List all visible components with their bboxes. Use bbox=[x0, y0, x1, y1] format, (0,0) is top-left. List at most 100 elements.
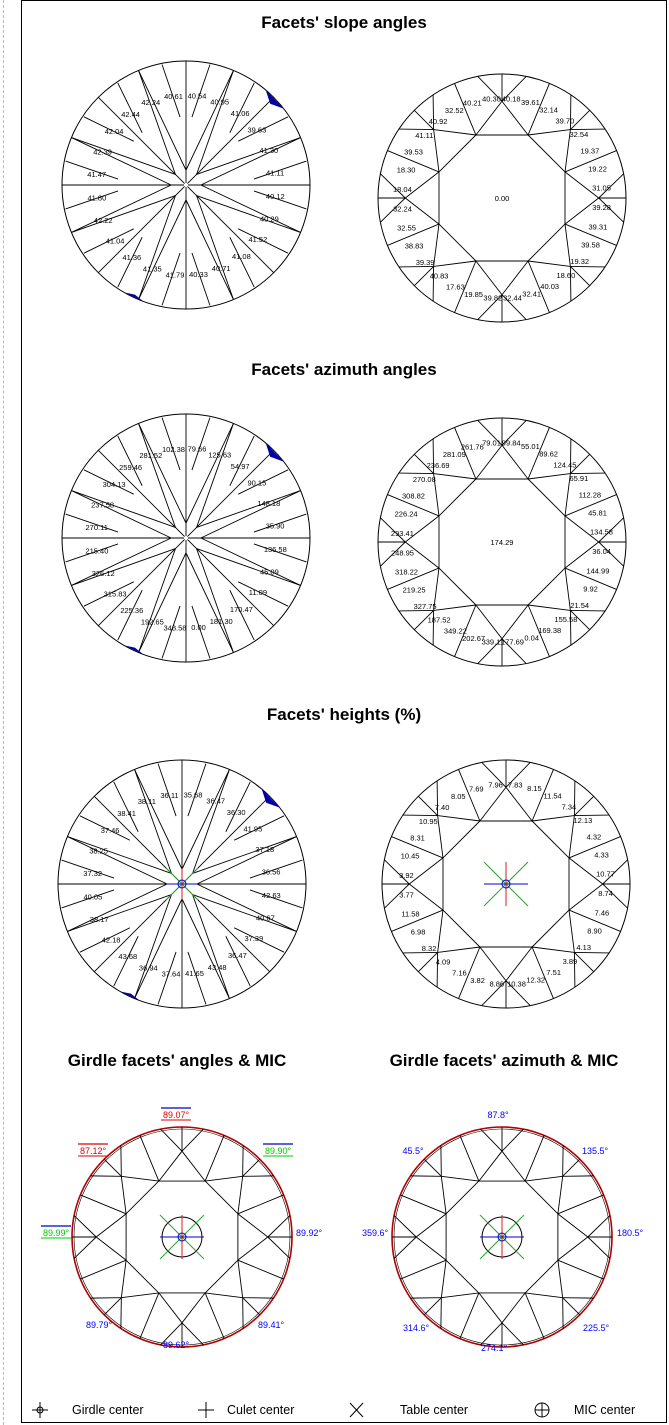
slope-pavilion-label: 40.71 bbox=[212, 264, 231, 273]
heights-crown-label: 3.89 bbox=[563, 957, 578, 966]
azimuth-pavilion-label: 170.47 bbox=[230, 605, 253, 614]
slope-crown-label: 39.82 bbox=[483, 294, 502, 303]
culet-center-icon bbox=[198, 1402, 214, 1418]
heights-crown-label: 10.38 bbox=[507, 980, 526, 989]
heights-crown-label: 7.34 bbox=[562, 802, 577, 811]
azimuth-crown-label: 236.69 bbox=[427, 461, 450, 470]
azimuth-crown-label: 65.91 bbox=[570, 474, 589, 483]
heights-pavilion-label: 38.25 bbox=[89, 846, 108, 855]
azimuth-pavilion-label: 90.15 bbox=[248, 479, 267, 488]
slope-pavilion-label: 42.04 bbox=[105, 127, 124, 136]
heights-heading: Facets' heights (%) bbox=[267, 705, 421, 724]
slope-crown-label: 31.05 bbox=[592, 184, 611, 193]
girdle-azimuth-heading: Girdle facets' azimuth & MIC bbox=[390, 1051, 619, 1070]
heights-pavilion-label: 38.11 bbox=[138, 797, 156, 806]
slope-crown-label: 40.18 bbox=[502, 94, 521, 103]
slope-crown-label: 32.14 bbox=[539, 106, 558, 115]
azimuth-heading: Facets' azimuth angles bbox=[251, 360, 436, 379]
azimuth-crown-label: 248.95 bbox=[391, 549, 414, 558]
azimuth-crown-label: 327.75 bbox=[414, 602, 437, 611]
azimuth-pavilion-label: 348.58 bbox=[164, 623, 187, 632]
heights-pavilion-label: 37.46 bbox=[101, 826, 120, 835]
azimuth-pavilion-label: 225.36 bbox=[120, 606, 143, 615]
heights-crown-label: 7.16 bbox=[452, 969, 467, 978]
slope-crown-label: 19.22 bbox=[588, 164, 607, 173]
legend: Girdle center Culet center Table center … bbox=[32, 1402, 635, 1418]
azimuth-crown-label: 134.58 bbox=[590, 528, 613, 537]
girdle-angles-heading: Girdle facets' angles & MIC bbox=[68, 1051, 287, 1070]
heights-pavilion-label: 37.18 bbox=[255, 845, 274, 854]
girdle-azimuth-label: 45.5° bbox=[402, 1146, 424, 1156]
slope-crown-label: 39.39 bbox=[416, 258, 435, 267]
azimuth-pavilion-label: 11.09 bbox=[249, 588, 267, 597]
legend-mic-center-label: MIC center bbox=[574, 1403, 635, 1417]
girdle-angle-label: 89.07° bbox=[163, 1110, 190, 1120]
table-center-icon bbox=[349, 1402, 364, 1418]
azimuth-crown-label: 55.01 bbox=[521, 442, 540, 451]
girdle-azimuth-label: 274.1° bbox=[481, 1343, 508, 1353]
slope-crown-label: 39.61 bbox=[521, 98, 540, 107]
slope-pavilion-label: 40.33 bbox=[189, 270, 208, 279]
azimuth-pavilion-label: 54.97 bbox=[231, 462, 250, 471]
azimuth-crown-label: 89.62 bbox=[539, 450, 558, 459]
heights-crown-label: 4.13 bbox=[576, 943, 591, 952]
heights-crown-label: 7.51 bbox=[546, 968, 561, 977]
girdle-angle-label: 89.62° bbox=[163, 1340, 190, 1350]
slope-pavilion-label: 41.52 bbox=[249, 235, 268, 244]
girdle-angles-diagram: 89.07°87.12°89.90°89.99°89.92°89.79°89.4… bbox=[41, 1107, 322, 1350]
slope-pavilion-label: 40.95 bbox=[210, 98, 229, 107]
slope-crown-table-label: 0.00 bbox=[495, 194, 510, 203]
azimuth-crown-label: 293.41 bbox=[391, 529, 414, 538]
girdle-azimuth-label: 87.8° bbox=[487, 1110, 509, 1120]
heights-pavilion-label: 41.95 bbox=[244, 825, 263, 834]
heights-crown-label: 10.95 bbox=[419, 817, 438, 826]
slope-pavilion-label: 41.47 bbox=[87, 170, 106, 179]
girdle-angle-label: 89.99° bbox=[43, 1228, 70, 1238]
azimuth-crown-label: 202.67 bbox=[462, 634, 485, 643]
heights-pavilion-label: 36.11 bbox=[160, 791, 178, 800]
slope-pavilion-label: 40.12 bbox=[266, 192, 285, 201]
heights-pavilion-label: 38.41 bbox=[117, 809, 136, 818]
heights-crown-label: 12.13 bbox=[574, 816, 593, 825]
heights-crown-label: 11.58 bbox=[401, 910, 419, 919]
slope-crown-label: 40.30 bbox=[482, 95, 501, 104]
slope-pavilion-label: 41.35 bbox=[143, 264, 162, 273]
slope-crown-label: 38.83 bbox=[405, 242, 424, 251]
azimuth-pavilion-label: 102.38 bbox=[162, 445, 185, 454]
heights-crown-label: 8.31 bbox=[410, 833, 425, 842]
heights-crown-label: 4.09 bbox=[436, 958, 451, 967]
heights-pavilion-label: 38.17 bbox=[90, 915, 109, 924]
azimuth-crown-label: 79.01 bbox=[482, 439, 501, 448]
mic-center-icon bbox=[534, 1402, 550, 1418]
azimuth-pavilion-label: 136.58 bbox=[264, 545, 287, 554]
azimuth-crown-label: 219.25 bbox=[403, 586, 426, 595]
slope-crown-label: 32.54 bbox=[570, 130, 589, 139]
girdle-center-icon bbox=[32, 1402, 48, 1418]
slope-pavilion-label: 39.63 bbox=[248, 126, 267, 135]
azimuth-crown-label: 226.24 bbox=[395, 510, 418, 519]
azimuth-crown-label: 261.76 bbox=[461, 443, 484, 452]
azimuth-crown-label: 45.81 bbox=[588, 508, 607, 517]
slope-crown-label: 39.70 bbox=[556, 116, 575, 125]
slope-crown-label: 40.92 bbox=[429, 117, 448, 126]
slope-heading: Facets' slope angles bbox=[261, 13, 427, 32]
heights-crown-label: 3.82 bbox=[470, 976, 485, 985]
slope-crown-label: 19.85 bbox=[464, 290, 483, 299]
slope-pavilion-label: 40.54 bbox=[188, 92, 207, 101]
azimuth-crown-label: 99.84 bbox=[502, 438, 521, 447]
heights-crown-label: 7.96 bbox=[488, 781, 503, 790]
azimuth-crown-label: 155.58 bbox=[554, 615, 577, 624]
azimuth-crown-label: 281.09 bbox=[443, 450, 466, 459]
azimuth-crown-label: 9.92 bbox=[583, 585, 598, 594]
azimuth-pavilion-label: 259.46 bbox=[119, 463, 142, 472]
slope-pavilion-label: 42.22 bbox=[94, 216, 113, 225]
azimuth-crown-label: 21.54 bbox=[570, 601, 589, 610]
slope-crown-label: 32.52 bbox=[445, 106, 464, 115]
azimuth-crown-table-label: 174.29 bbox=[491, 538, 514, 547]
slope-pavilion-label: 42.24 bbox=[141, 98, 160, 107]
azimuth-crown-label: 349.22 bbox=[444, 627, 467, 636]
